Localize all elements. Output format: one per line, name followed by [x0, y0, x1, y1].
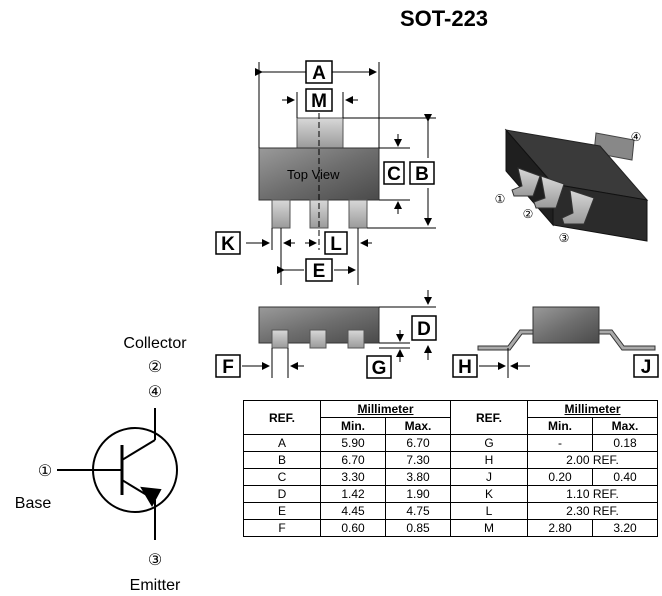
cell-min: 4.45 — [320, 502, 386, 520]
cell-ref: B — [243, 451, 321, 469]
cell-span: 2.00 REF. — [527, 451, 658, 469]
dim-d-label: D — [417, 319, 431, 340]
dim-e-label: E — [313, 261, 326, 282]
cell-min: 3.30 — [320, 468, 386, 486]
side-view-front — [258, 306, 380, 349]
cell-ref: K — [450, 485, 528, 503]
cell-min: 0.20 — [527, 468, 593, 486]
cell-max: 4.75 — [385, 502, 451, 520]
dim-g-label: G — [372, 358, 387, 379]
package-title: SOT-223 — [400, 6, 489, 31]
cell-max: 3.20 — [592, 519, 658, 537]
dim-c-label: C — [387, 164, 401, 185]
cell-ref: L — [450, 502, 528, 520]
collector-label: Collector — [123, 335, 187, 352]
cell-ref: D — [243, 485, 321, 503]
dim-f-label: F — [222, 357, 234, 378]
cell-ref: H — [450, 451, 528, 469]
cell-min: 1.42 — [320, 485, 386, 503]
cell-ref: A — [243, 434, 321, 452]
top-view-package — [258, 95, 380, 250]
pin4-label: ④ — [631, 130, 642, 144]
cell-span: 1.10 REF. — [527, 485, 658, 503]
ref-header: REF. — [243, 400, 321, 435]
dim-l-label: L — [330, 234, 342, 255]
cell-ref: M — [450, 519, 528, 537]
cell-span: 2.30 REF. — [527, 502, 658, 520]
cell-max: 0.85 — [385, 519, 451, 537]
cell-max: 7.30 — [385, 451, 451, 469]
dim-a-label: A — [312, 63, 326, 84]
ref-header: REF. — [450, 400, 528, 435]
cell-min: 0.60 — [320, 519, 386, 537]
dim-k-label: K — [221, 234, 235, 255]
min-header: Min. — [320, 417, 386, 435]
cell-min: 6.70 — [320, 451, 386, 469]
cell-ref: F — [243, 519, 321, 537]
cell-ref: E — [243, 502, 321, 520]
dim-h-label: H — [458, 357, 472, 378]
pin1-label: ① — [495, 192, 506, 206]
pin2-label: ② — [523, 207, 534, 221]
cell-max: 0.18 — [592, 434, 658, 452]
transistor-schematic — [57, 408, 178, 540]
base-label: Base — [15, 495, 52, 512]
collector-pin4: ④ — [148, 384, 162, 401]
cell-min: 5.90 — [320, 434, 386, 452]
cell-max: 6.70 — [385, 434, 451, 452]
cell-ref: G — [450, 434, 528, 452]
side-view-side — [477, 306, 656, 351]
pin3-label: ③ — [559, 231, 570, 245]
dim-b-label: B — [415, 164, 429, 185]
mm-header: Millimeter — [320, 400, 451, 418]
cell-min: - — [527, 434, 593, 452]
cell-min: 2.80 — [527, 519, 593, 537]
mm-header: Millimeter — [527, 400, 658, 418]
emitter-pin: ③ — [148, 552, 162, 569]
cell-max: 0.40 — [592, 468, 658, 486]
dim-m-label: M — [311, 91, 327, 112]
emitter-label: Emitter — [130, 577, 181, 594]
max-header: Max. — [592, 417, 658, 435]
top-view-label: Top View — [287, 167, 340, 182]
package-3d — [504, 128, 649, 242]
cell-max: 1.90 — [385, 485, 451, 503]
collector-pin2: ② — [148, 359, 162, 376]
min-header: Min. — [527, 417, 593, 435]
cell-max: 3.80 — [385, 468, 451, 486]
dim-j-label: J — [641, 357, 652, 378]
dimension-table: REF. Millimeter REF. Millimeter Min. Max… — [243, 400, 658, 537]
base-pin: ① — [38, 463, 52, 480]
cell-ref: J — [450, 468, 528, 486]
max-header: Max. — [385, 417, 451, 435]
cell-ref: C — [243, 468, 321, 486]
